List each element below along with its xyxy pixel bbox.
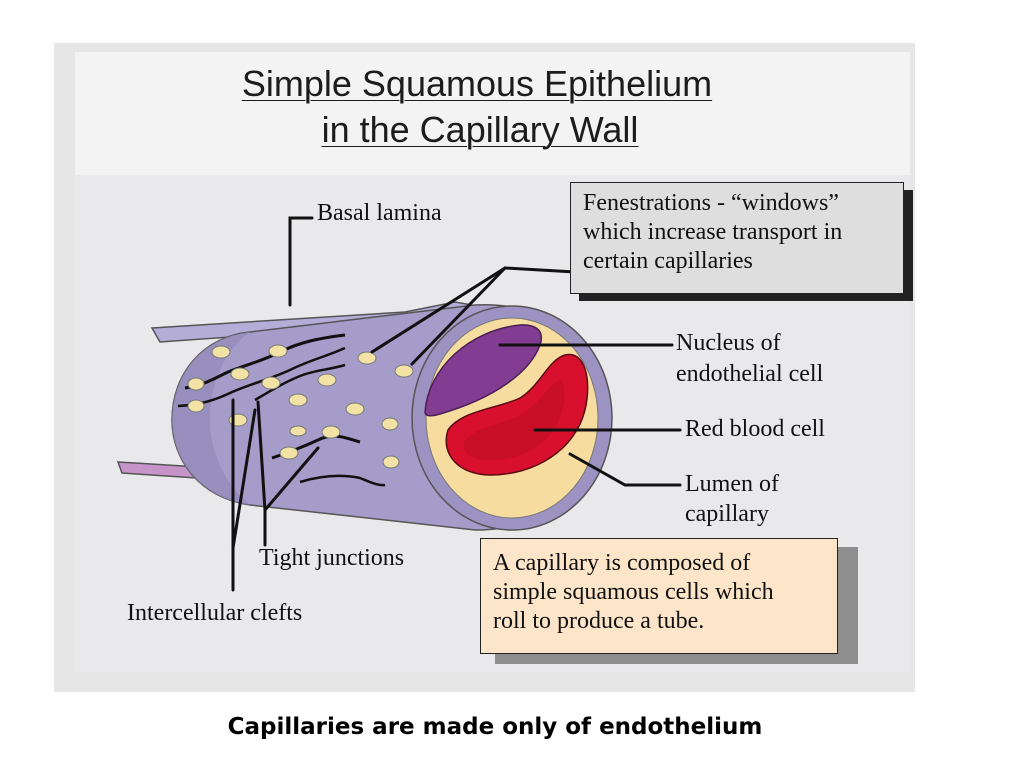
tight-junction-line — [184, 333, 346, 390]
tight-junction-line — [177, 346, 346, 408]
label-lumen-line-1: Lumen of — [685, 471, 779, 497]
basal-lamina-leader — [288, 216, 314, 307]
fenestration-line-1: Fenestrations - “windows” — [583, 190, 839, 216]
label-intercellular-clefts: Intercellular clefts — [127, 600, 303, 626]
note-line-3: roll to produce a tube. — [493, 608, 705, 634]
title-line-1: Simple Squamous Epithelium — [241, 63, 713, 104]
title-panel — [75, 52, 910, 175]
note-line-2: simple squamous cells which — [493, 579, 774, 605]
fenestration-line-2: which increase transport in — [583, 219, 843, 245]
vessel-shading — [172, 332, 250, 505]
label-basal-lamina: Basal lamina — [317, 200, 442, 226]
label-tight-junctions: Tight junctions — [259, 545, 405, 571]
slide-caption: Capillaries are made only of endothelium — [227, 714, 763, 740]
leader-lines — [231, 216, 682, 592]
tight-junctions-leader — [256, 400, 267, 512]
fenestration-line-3: certain capillaries — [583, 248, 753, 274]
tight-junction-line — [299, 474, 386, 487]
lumen-leader — [568, 452, 682, 487]
fenestration-leader-b — [410, 266, 507, 366]
red-blood-cell-center — [463, 380, 565, 461]
fenestration-box: Fenestrations - “windows” which increase… — [570, 182, 904, 294]
label-red-blood-cell: Red blood cell — [685, 416, 825, 442]
label-lumen-line-2: capillary — [685, 501, 769, 527]
label-nucleus-line-1: Nucleus of — [676, 330, 781, 356]
note-line-1: A capillary is composed of — [493, 550, 751, 576]
clefts-leader — [231, 408, 257, 550]
label-nucleus-line-2: endothelial cell — [676, 361, 824, 387]
fenestrations — [187, 344, 414, 469]
note-box: A capillary is composed of simple squamo… — [480, 538, 838, 654]
title-line-2: in the Capillary Wall — [321, 109, 639, 150]
tight-junction-line — [254, 363, 346, 402]
